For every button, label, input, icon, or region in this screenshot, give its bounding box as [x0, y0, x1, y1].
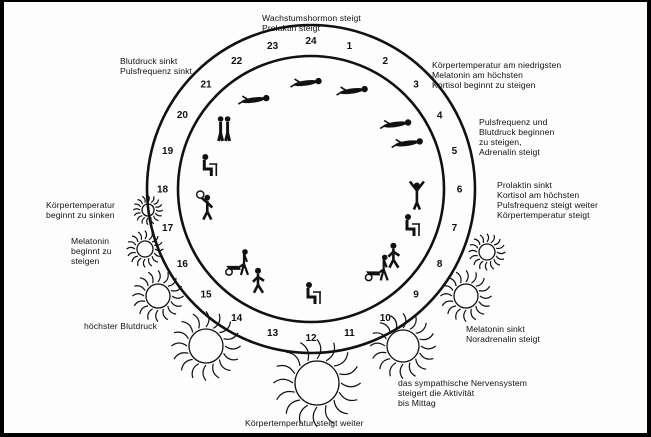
sleeping-lying-figure [337, 86, 368, 95]
hour-label-11: 11 [344, 328, 355, 339]
hour-label-21: 21 [200, 80, 212, 91]
annotation-left-2: Melatonin beginnt zu steigen [71, 236, 112, 266]
hour-label-8: 8 [437, 259, 443, 270]
pushing-wheelbarrow-figure [366, 255, 388, 281]
hour-label-19: 19 [162, 146, 174, 157]
couple-figure [218, 116, 231, 141]
hour-label-1: 1 [347, 41, 353, 52]
hour-label-14: 14 [231, 313, 243, 324]
seated-dinner-figure [202, 154, 217, 176]
annotation-left-3: höchster Blutdruck [84, 321, 157, 331]
sleeping-lying-figure [291, 78, 322, 87]
sun-icon [132, 270, 183, 321]
hour-label-20: 20 [177, 110, 189, 121]
hour-label-9: 9 [413, 290, 419, 301]
hour-label-5: 5 [452, 146, 458, 157]
clock-inner-ring [178, 56, 444, 322]
hour-label-16: 16 [177, 259, 189, 270]
annotation-bottom: Körpertemperatur steigt weiter [245, 418, 364, 428]
working-at-desk-figure [306, 282, 321, 304]
sleeping-curled-figure [392, 138, 423, 147]
hour-label-15: 15 [200, 290, 212, 301]
walking-figure [253, 268, 264, 293]
sun-icon [440, 270, 491, 321]
hour-label-6: 6 [457, 185, 463, 196]
hour-label-13: 13 [267, 328, 279, 339]
activity-figures [197, 78, 424, 304]
walking-with-bag-figure [388, 243, 399, 268]
sun-icon [171, 311, 240, 380]
seated-breakfast-figure [405, 214, 420, 236]
hour-label-7: 7 [452, 223, 458, 234]
hour-label-4: 4 [437, 110, 443, 121]
playing-sport-figure [197, 191, 213, 220]
annotation-top: Wachstumshormon steigt Prolaktin steigt [262, 13, 361, 33]
hour-label-18: 18 [157, 185, 169, 196]
hour-label-12: 12 [305, 333, 317, 344]
sleeping-lying-figure [380, 119, 411, 128]
hour-label-17: 17 [162, 223, 174, 234]
clock-outer-ring [147, 25, 475, 353]
waking-stretching-figure [410, 182, 424, 210]
hour-label-3: 3 [413, 80, 419, 91]
pushing-wheelbarrow-figure [226, 249, 248, 275]
hour-label-10: 10 [380, 313, 392, 324]
hour-label-22: 22 [231, 56, 243, 67]
hour-label-2: 2 [383, 56, 389, 67]
sun-icon [370, 313, 436, 379]
annotation-left-1: Körpertemperatur beginnt zu sinken [46, 200, 115, 220]
hour-label-24: 24 [305, 36, 317, 47]
sleeping-lying-figure [238, 95, 269, 104]
annotation-right-2: Pulsfrequenz und Blutdruck beginnen zu s… [479, 117, 554, 157]
sun-icon [469, 234, 506, 271]
annotation-bottom-right-2: das sympathische Nervensystem steigert d… [398, 378, 527, 408]
hour-label-23: 23 [267, 41, 279, 52]
annotation-right-3: Prolaktin sinkt Kortisol am höchsten Pul… [497, 180, 598, 220]
annotation-right-1: Körpertemperatur am niedrigsten Melatoni… [432, 60, 561, 90]
annotation-bottom-right-1: Melatonin sinkt Noradrenalin steigt [466, 324, 540, 344]
annotation-top-left: Blutdruck sinkt Pulsfrequenz sinkt [120, 56, 192, 76]
